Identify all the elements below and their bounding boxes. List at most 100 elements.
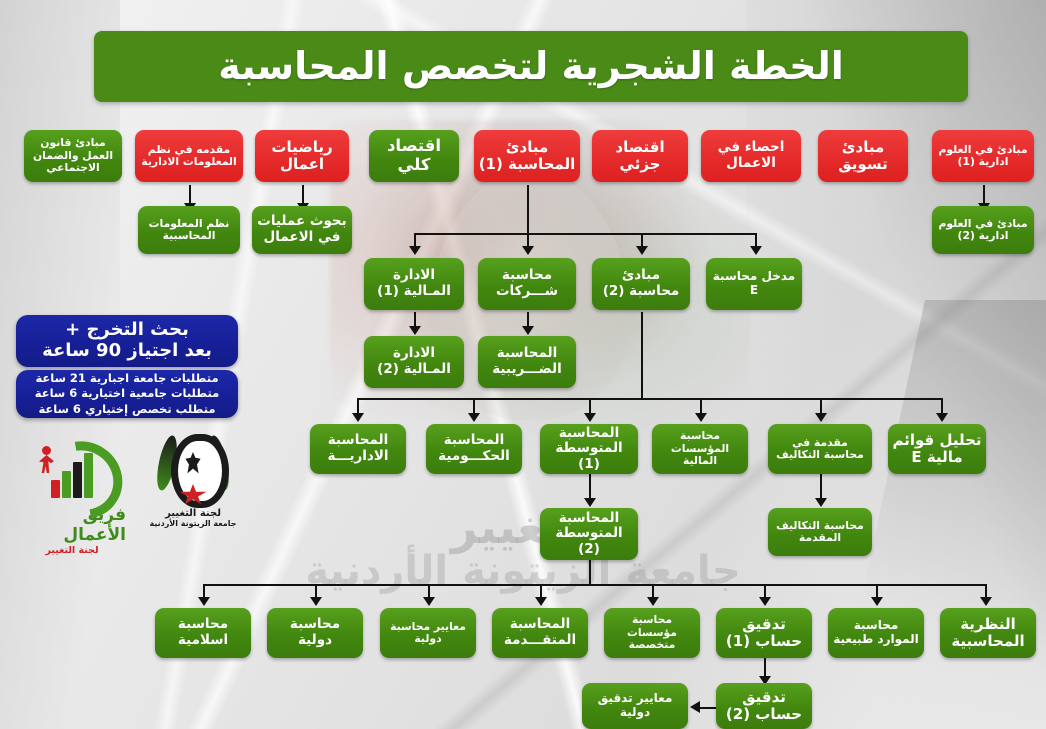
- arrow-fm1-to-fm2: [409, 326, 421, 335]
- connector-bottom-b6: [764, 584, 767, 600]
- course-box-macro-econ[interactable]: اقتصاد كلي: [369, 130, 459, 182]
- logo-business-team: فريق الأعمال لجنة التغيير: [18, 425, 138, 556]
- connector-int2-stem: [589, 560, 592, 586]
- arrow-audit2-to-standards: [690, 701, 700, 713]
- connector-bottom-b4: [540, 584, 543, 600]
- course-box-acct-entry-e[interactable]: مدخل محاسبة E: [706, 258, 802, 310]
- connector-acct1-bus: [414, 233, 755, 236]
- course-box-acct-principles-2[interactable]: مبادئ محاسبة (2): [592, 258, 690, 310]
- arrow-bottom-b2: [310, 597, 322, 606]
- arrow-corp-to-tax: [522, 326, 534, 335]
- arrow-int1-to-int2: [584, 498, 596, 507]
- arrow-bottom-b8: [980, 597, 992, 606]
- arrow-acct2-b1: [352, 413, 364, 422]
- course-box-intermediate-acct-1[interactable]: المحاسبة المتوسطة (1): [540, 424, 638, 474]
- course-box-business-math[interactable]: رياضيات اعمال: [255, 130, 349, 182]
- logo-business-team-sub: لجنة التغيير: [45, 545, 99, 556]
- arrow-acct2-b2: [468, 413, 480, 422]
- course-box-intl-acct-standards[interactable]: معايير محاسبة دولية: [380, 608, 476, 658]
- course-box-acct-principles-1[interactable]: مبادئ المحاسبة (1): [474, 130, 580, 182]
- watermark-line-2: جامعة الزيتونة الأردنية: [305, 548, 741, 594]
- connector-bottom-b7: [876, 584, 879, 600]
- course-box-natural-res-acct[interactable]: محاسبة الموارد طبيعية: [828, 608, 924, 658]
- course-box-specialized-inst-acct[interactable]: محاسبة مؤسسات متخصصة: [604, 608, 700, 658]
- course-box-auditing-1[interactable]: تدقيق حساب (1): [716, 608, 812, 658]
- logo-university-title: لجنة التغيير: [165, 508, 221, 519]
- arrow-bottom-b5: [647, 597, 659, 606]
- course-box-mgmt-science-1[interactable]: مبادئ في العلوم ادارية (1): [932, 130, 1034, 182]
- connector-mis-to-ais: [189, 185, 192, 205]
- course-box-business-stats[interactable]: احصاء في الاعمال: [701, 130, 801, 182]
- course-box-international-acct[interactable]: محاسبة دولية: [267, 608, 363, 658]
- course-box-cost-acct-intro[interactable]: مقدمة في محاسبة التكاليف: [768, 424, 872, 474]
- course-box-ais[interactable]: نظم المعلومات المحاسبية: [138, 206, 240, 254]
- bar-chart-bar-1: [51, 480, 60, 498]
- arrow-bottom-b4: [535, 597, 547, 606]
- requirement-line-2: متطلبات جامعية اختيارية 6 ساعة: [34, 386, 220, 401]
- background-right-shade: [746, 0, 1046, 729]
- arrow-acct1-b4: [750, 246, 762, 255]
- connector-acct1-b3: [641, 233, 644, 249]
- arrow-bottom-b3: [423, 597, 435, 606]
- logo-business-team-title: فريق الأعمال: [63, 505, 126, 545]
- course-box-advanced-acct[interactable]: المحاسبة المتقـــدمة: [492, 608, 588, 658]
- arrow-bottom-b6: [759, 597, 771, 606]
- course-box-advanced-cost-acct[interactable]: محاسبة التكاليف المقدمة: [768, 508, 872, 556]
- course-box-fin-mgmt-1[interactable]: الادارة المـالية (1): [364, 258, 464, 310]
- course-box-labor-law[interactable]: مبادئ قانون العمل والضمان الاجتماعي: [24, 130, 122, 182]
- course-box-mgmt-science-2[interactable]: مبادئ في العلوم ادارية (2): [932, 206, 1034, 254]
- arrow-acct2-b4: [695, 413, 707, 422]
- business-team-mark-icon: [28, 425, 138, 535]
- connector-bottom-b2: [315, 584, 318, 600]
- course-box-intl-audit-standards[interactable]: معايير تدقيق دولية: [582, 683, 688, 729]
- university-crest-icon: [153, 432, 233, 508]
- course-box-fin-mgmt-2[interactable]: الادارة المـالية (2): [364, 336, 464, 388]
- connector-acct2-b1: [357, 398, 360, 416]
- logo-university: لجنة التغيير جامعة الزيتونة الأردنية: [140, 432, 246, 528]
- arrow-acct2-b3: [584, 413, 596, 422]
- connector-acct1-stem: [527, 185, 530, 233]
- connector-acct2-b2: [473, 398, 476, 416]
- note-box-requirements[interactable]: متطلبات جامعة اجبارية 21 ساعة متطلبات جا…: [16, 370, 238, 418]
- course-box-accounting-theory[interactable]: النظرية المحاسبية: [940, 608, 1036, 658]
- arrow-acct2-b6: [936, 413, 948, 422]
- connector-acct2-b6: [941, 398, 944, 416]
- course-box-fin-statements-e[interactable]: تحليل قوائم مالية E: [888, 424, 986, 474]
- course-box-mis-intro[interactable]: مقدمه في نظم المعلومات الادارية: [135, 130, 243, 182]
- connector-acct2-bus: [357, 398, 943, 401]
- bar-chart-bar-3: [73, 462, 82, 498]
- arrow-audit1-to-audit2: [759, 676, 771, 685]
- connector-audit1-to-audit2: [764, 658, 767, 680]
- connector-math-to-or: [302, 185, 305, 205]
- course-box-intermediate-acct-2[interactable]: المحاسبة المتوسطة (2): [540, 508, 638, 560]
- course-box-corp-acct[interactable]: محاسبة شـــركات: [478, 258, 576, 310]
- course-box-auditing-2[interactable]: تدقيق حساب (2): [716, 683, 812, 729]
- arrow-acct1-b2: [522, 246, 534, 255]
- connector-fm1-to-fm2: [414, 312, 417, 330]
- course-box-governmental-acct[interactable]: المحاسبة الحكـــومية: [426, 424, 522, 474]
- course-box-micro-econ[interactable]: اقتصاد جزئي: [592, 130, 688, 182]
- page-title-text: الخطة الشجرية لتخصص المحاسبة: [218, 43, 844, 88]
- connector-acct1-b2: [527, 233, 530, 249]
- connector-bottom-bus: [203, 584, 985, 587]
- bar-chart-bar-4: [84, 453, 93, 498]
- connector-acct2-b5: [820, 398, 823, 416]
- note-box-graduation-research[interactable]: بحث التخرج + بعد اجتياز 90 ساعة: [16, 315, 238, 367]
- connector-acct1-b4: [755, 233, 758, 249]
- arrow-bottom-b7: [871, 597, 883, 606]
- course-box-marketing[interactable]: مبادئ تسويق: [818, 130, 908, 182]
- bar-chart-bar-2: [62, 471, 71, 498]
- connector-mgmt1-to-mgmt2: [983, 185, 986, 205]
- course-box-islamic-acct[interactable]: محاسبة اسلامية: [155, 608, 251, 658]
- course-box-operations-res[interactable]: بحوث عمليات في الاعمال: [252, 206, 352, 254]
- person-head-icon: [42, 446, 51, 455]
- connector-acct2-b3: [589, 398, 592, 416]
- arrow-acct2-b5: [815, 413, 827, 422]
- page-title: الخطة الشجرية لتخصص المحاسبة: [94, 31, 968, 102]
- connector-bottom-b5: [652, 584, 655, 600]
- course-box-managerial-acct[interactable]: المحاسبة الاداريـــة: [310, 424, 406, 474]
- course-box-fin-institutions-acct[interactable]: محاسبة المؤسسات المالية: [652, 424, 748, 474]
- course-box-tax-acct[interactable]: المحاسبة الضـــريبية: [478, 336, 576, 388]
- connector-acct2-stem: [641, 312, 644, 400]
